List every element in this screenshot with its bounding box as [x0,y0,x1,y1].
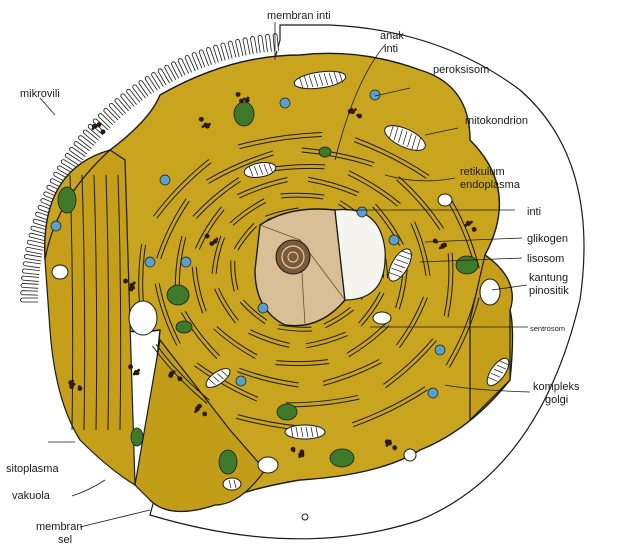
label-membran-inti: membran inti [267,10,331,22]
microvillus [250,36,257,54]
green-organelle [330,449,354,467]
microvillus [236,39,243,57]
label-mikrovili: mikrovili [20,88,60,100]
glycogen-granule [213,241,216,244]
label-mitokondrion: mitokondrion [465,115,528,127]
glycogen-granule [202,412,207,417]
green-organelle [167,285,189,305]
microvillus [22,269,40,275]
label-kompleks-2: golgi [545,394,568,406]
glycogen-granule [169,371,174,376]
glycogen-granule [357,114,362,119]
glycogen-granule [300,452,305,457]
label-membran-sel-1: membran [36,521,82,533]
peroxisome [280,98,290,108]
glycogen-granule [205,124,210,129]
microvillus [26,247,44,254]
label-lisosom: lisosom [527,253,564,265]
glycogen-granule [95,125,98,128]
microvillus [221,43,229,60]
label-peroksisom: peroksisom [433,64,489,76]
peroxisome [428,388,438,398]
glycogen-granule [78,386,83,391]
label-kantung-2: pinositik [529,285,569,297]
glycogen-granule [474,229,477,232]
label-kompleks-1: kompleks [533,381,579,393]
green-organelle [176,321,192,333]
glycogen-granule [441,243,446,248]
label-glikogen: glikogen [527,233,568,245]
label-anak-inti-2: inti [384,43,398,55]
green-organelle [131,428,143,446]
microvillus [214,45,223,62]
green-organelle [219,450,237,474]
label-membran-sel-2: sel [58,534,72,546]
peroxisome [145,257,155,267]
green-organelle [277,404,297,420]
mitochondrion [285,425,325,439]
label-retikulum-2: endoplasma [460,179,520,191]
glycogen-granule [73,383,76,386]
green-organelle [234,102,254,126]
microvillus [273,34,278,52]
glycogen-granule [101,129,106,134]
glycogen-granule [134,370,139,375]
glycogen-granule [243,97,246,100]
glycogen-granule [433,239,438,244]
glycogen-granule [393,448,396,451]
glycogen-granule [205,234,210,239]
peroxisome [357,207,367,217]
microvillus [21,298,39,302]
glycogen-granule [178,376,183,381]
glycogen-granule [68,380,73,385]
microvillus [27,240,45,247]
label-sentrosom: sentrosom [530,323,565,335]
peroxisome [236,376,246,386]
microvillus [228,41,236,58]
peroxisome [51,221,61,231]
glycogen-granule [129,365,132,368]
green-organelle [456,256,478,274]
microvillus [21,291,39,295]
label-sitoplasma: sitoplasma [6,463,59,475]
green-organelle [319,147,331,157]
glycogen-granule [195,406,198,409]
mitochondrion [223,478,241,490]
nucleolus [276,240,310,274]
peroxisome [435,345,445,355]
label-kantung-1: kantung [529,272,568,284]
microvillus [29,233,46,241]
glycogen-granule [123,279,128,284]
glycogen-granule [350,109,355,114]
microvillus [24,254,42,261]
label-inti: inti [527,206,541,218]
glycogen-granule [387,441,392,446]
glycogen-granule [199,118,202,121]
label-vakuola: vakuola [12,490,50,502]
microvillus [243,38,250,56]
glycogen-granule [466,221,471,226]
peroxisome [389,235,399,245]
peroxisome [181,257,191,267]
green-organelle [58,187,76,213]
label-retikulum-1: retikulum [460,166,505,178]
glycogen-granule [132,286,135,289]
peroxisome [258,303,268,313]
label-anak-inti-1: anak [380,30,404,42]
microvillus [21,276,39,281]
glycogen-granule [291,447,296,452]
mitochondrion-outer [223,478,241,490]
glycogen-granule [236,92,241,97]
microvillus [258,35,264,53]
peroxisome [160,175,170,185]
microvillus [21,283,39,288]
microvillus [23,262,41,268]
microvillus [266,34,272,52]
